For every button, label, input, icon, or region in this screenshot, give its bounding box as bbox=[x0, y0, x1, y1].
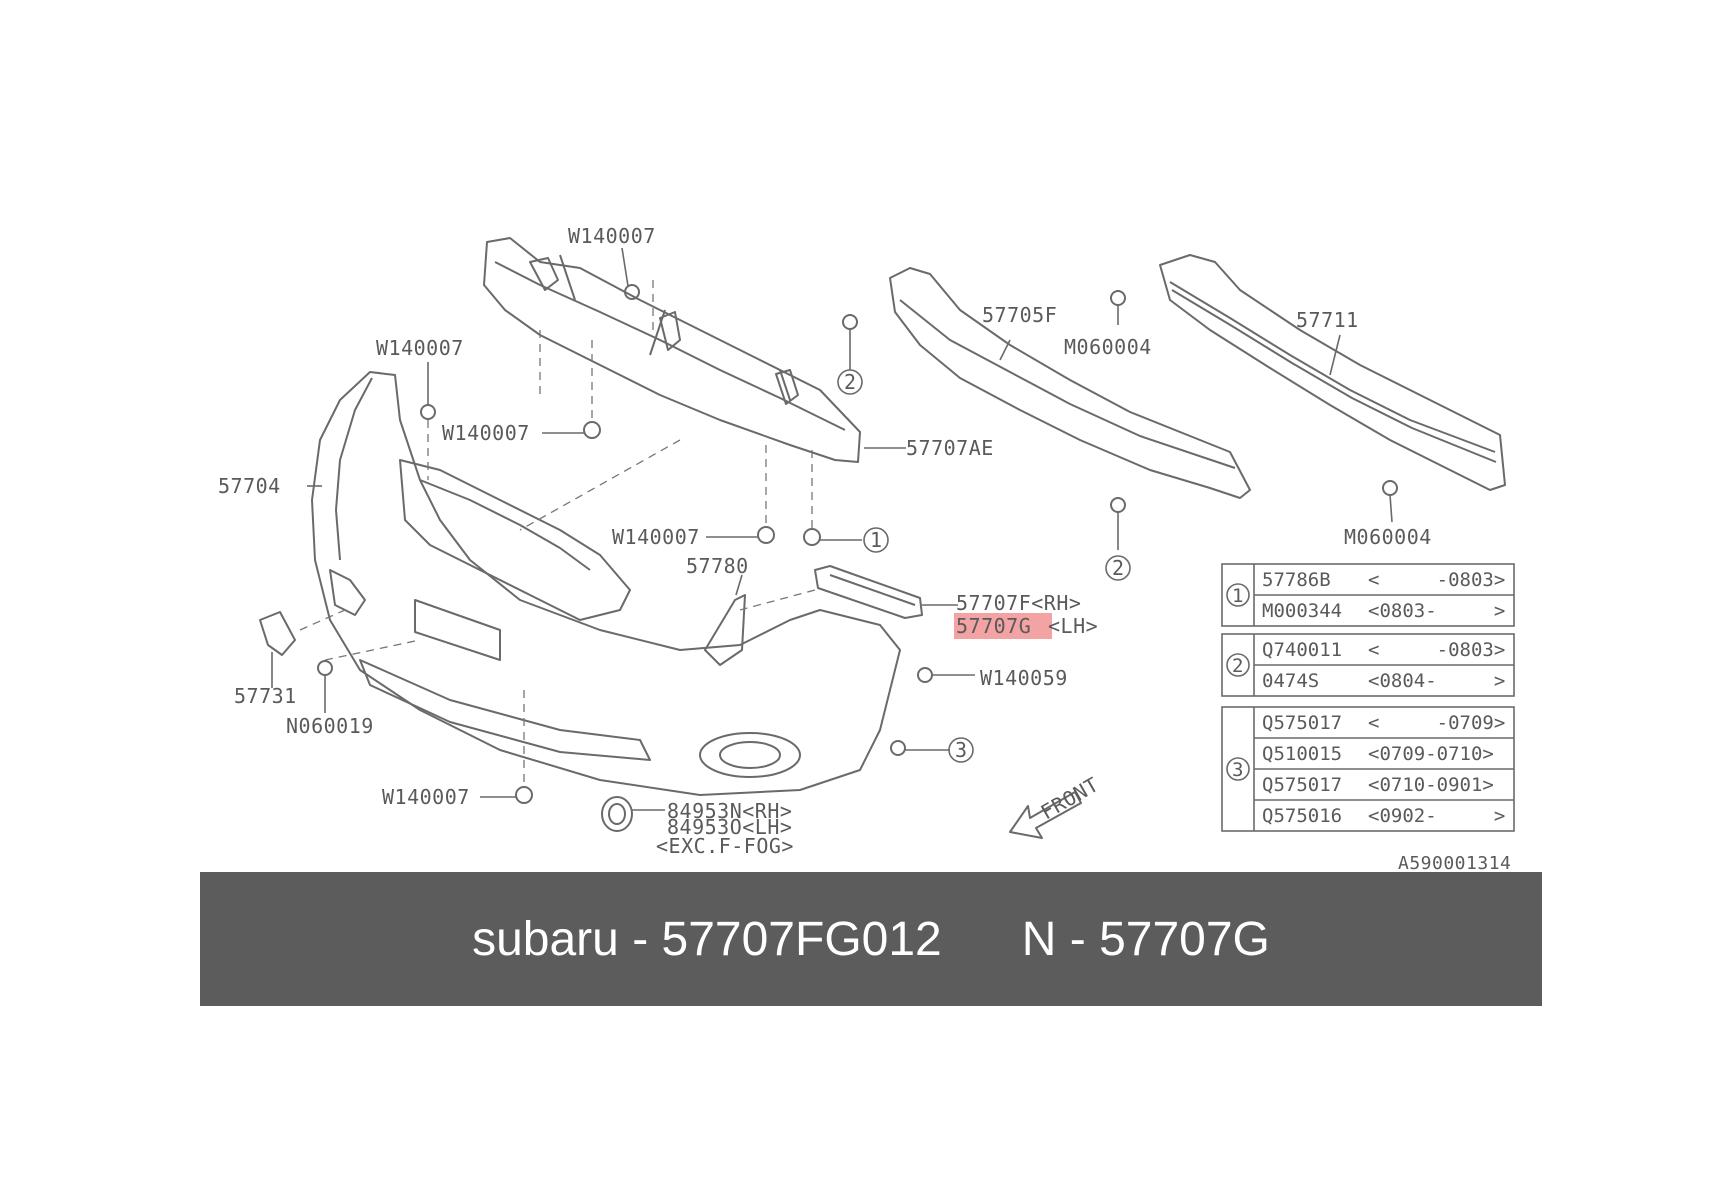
label-57707g-side: <LH> bbox=[1048, 614, 1098, 638]
table-g3-r2-part: Q510015 bbox=[1262, 743, 1342, 765]
label-m060004-top: M060004 bbox=[1064, 335, 1152, 359]
leader-lines bbox=[271, 247, 1393, 811]
part-number-banner: subaru - 57707FG012 N - 57707G bbox=[200, 872, 1542, 1006]
callouts: 1 2 2 3 bbox=[837, 369, 1131, 763]
cover-57731 bbox=[259, 611, 296, 656]
table-g3-r2-range: <0709-0710> bbox=[1368, 743, 1494, 765]
label-w140007-bottom: W140007 bbox=[382, 785, 470, 809]
table-g2-r1-part: Q740011 bbox=[1262, 639, 1342, 661]
table-g1-r2-range: <0803- > bbox=[1368, 600, 1505, 622]
label-w140007-right: W140007 bbox=[612, 525, 700, 549]
callout-1: 1 bbox=[870, 528, 883, 552]
table-g1-r1-part: 57786B bbox=[1262, 569, 1331, 591]
parts-table: 1 57786B < -0803> M000344 <0803- > 2 Q74… bbox=[1221, 563, 1515, 832]
table-g3-r1-range: < -0709> bbox=[1368, 712, 1505, 734]
label-57711: 57711 bbox=[1296, 308, 1359, 332]
label-57731: 57731 bbox=[234, 684, 297, 708]
label-m060004-bottom: M060004 bbox=[1344, 525, 1432, 549]
front-arrow bbox=[1009, 791, 1082, 839]
label-reference-code: A590001314 bbox=[1398, 853, 1511, 874]
table-group-2-num: 2 bbox=[1232, 655, 1243, 677]
label-n060019: N060019 bbox=[286, 714, 374, 738]
table-g2-r2-range: <0804- > bbox=[1368, 670, 1505, 692]
reinforcement-57711 bbox=[1159, 254, 1506, 491]
label-57704: 57704 bbox=[218, 474, 281, 498]
label-w140059: W140059 bbox=[980, 666, 1068, 690]
grille-bracket-57780 bbox=[704, 594, 746, 666]
callout-3: 3 bbox=[955, 738, 968, 762]
table-g2-r2-part: 0474S bbox=[1262, 670, 1319, 692]
table-g1-r1-range: < -0803> bbox=[1368, 569, 1505, 591]
table-g1-r2-part: M000344 bbox=[1262, 600, 1342, 622]
label-w140007-mid: W140007 bbox=[442, 421, 530, 445]
bracket-57707g bbox=[814, 565, 923, 619]
fog-cover-84953 bbox=[601, 796, 633, 832]
label-57707f: 57707F<RH> bbox=[956, 591, 1081, 615]
guide-lines bbox=[299, 280, 816, 787]
table-g3-r4-range: <0902- > bbox=[1368, 805, 1505, 827]
callout-2-bottom: 2 bbox=[1112, 556, 1125, 580]
table-g3-r1-part: Q575017 bbox=[1262, 712, 1342, 734]
table-group-1-num: 1 bbox=[1232, 585, 1243, 607]
label-57705f: 57705F bbox=[982, 303, 1057, 327]
label-57707ae: 57707AE bbox=[906, 436, 994, 460]
label-w140007-left: W140007 bbox=[376, 336, 464, 360]
highlight-57707g bbox=[954, 613, 1052, 639]
label-84953o: 84953O<LH> bbox=[667, 815, 792, 839]
banner-text: subaru - 57707FG012 N - 57707G bbox=[472, 912, 1270, 966]
table-g3-r4-part: Q575016 bbox=[1262, 805, 1342, 827]
bumper-face-57704 bbox=[311, 371, 901, 796]
label-front: FRONT bbox=[1037, 772, 1103, 824]
label-57707g-code: 57707G bbox=[956, 614, 1031, 638]
fasteners bbox=[317, 284, 1398, 804]
label-84953n: 84953N<RH> bbox=[667, 799, 792, 823]
label-w140007-top: W140007 bbox=[568, 224, 656, 248]
table-g3-r3-part: Q575017 bbox=[1262, 774, 1342, 796]
callout-2-top: 2 bbox=[844, 370, 857, 394]
table-g2-r1-range: < -0803> bbox=[1368, 639, 1505, 661]
beam-57705f bbox=[889, 267, 1251, 499]
table-g3-r3-range: <0710-0901> bbox=[1368, 774, 1494, 796]
label-57780: 57780 bbox=[686, 554, 749, 578]
table-group-3-num: 3 bbox=[1232, 759, 1243, 781]
part-labels: W140007 W140007 W140007 57707AE 57705F M… bbox=[218, 224, 1511, 874]
label-exc-fog: <EXC.F-FOG> bbox=[656, 834, 794, 858]
